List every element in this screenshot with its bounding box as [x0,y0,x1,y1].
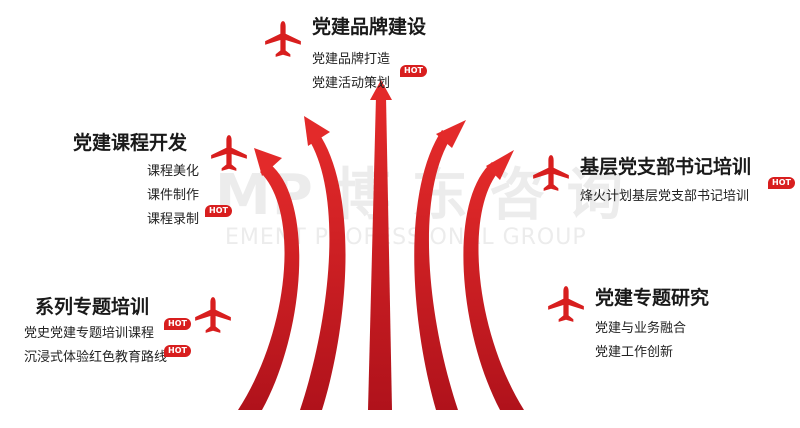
arrow-far-left [238,164,300,410]
section-research-item: 党建与业务融合 [595,321,687,336]
section-brand: 党建品牌建设 党建品牌打造 党建活动策划 [312,12,426,96]
section-course-title-wrap: 党建课程开发 [73,128,187,155]
airplane-icon [265,21,301,57]
hot-badge: HOT [400,65,427,77]
section-brand-item: 党建活动策划 [312,76,391,91]
airplane-icon [533,155,569,191]
section-research-item: 党建工作创新 [595,345,674,360]
section-series-item: 党史党建专题培训课程 [24,326,155,341]
section-series: 党史党建专题培训课程 沉浸式体验红色教育路线 [24,322,167,370]
arrow-far-right [463,162,524,410]
airplane-icon [548,286,584,322]
arrow-right [414,130,458,410]
airplane-icon [195,297,231,333]
section-brand-item: 党建品牌打造 [312,52,391,67]
arrow-center [368,96,392,410]
section-course-title: 党建课程开发 [73,132,188,154]
section-grassroots: 基层党支部书记培训 烽火计划基层党支部书记培训 [580,152,751,209]
airplane-icon [211,135,247,171]
section-brand-title: 党建品牌建设 [312,16,427,38]
arrowhead-right [436,120,466,148]
section-series-title-wrap: 系列专题培训 [35,292,149,319]
arrow-left [300,132,346,410]
arrowhead-left [304,116,330,146]
section-research-title: 党建专题研究 [595,287,710,309]
section-research: 党建专题研究 党建与业务融合 党建工作创新 [595,283,709,365]
section-course-item: 课程美化 [147,164,200,179]
arrowhead-center [370,80,392,100]
hot-badge: HOT [164,318,191,330]
section-course-item: 课程录制 [147,212,200,227]
hot-badge: HOT [205,205,232,217]
hot-badge: HOT [164,345,191,357]
section-course: 课程美化 课件制作 课程录制 [147,160,199,232]
section-grassroots-item: 烽火计划基层党支部书记培训 [580,189,750,204]
section-grassroots-title: 基层党支部书记培训 [580,156,752,178]
arrowhead-far-right [486,150,514,180]
section-series-title: 系列专题培训 [35,296,150,318]
section-series-item: 沉浸式体验红色教育路线 [24,350,168,365]
hot-badge: HOT [768,177,795,189]
arrowhead-far-left [254,148,282,176]
section-course-item: 课件制作 [147,188,200,203]
